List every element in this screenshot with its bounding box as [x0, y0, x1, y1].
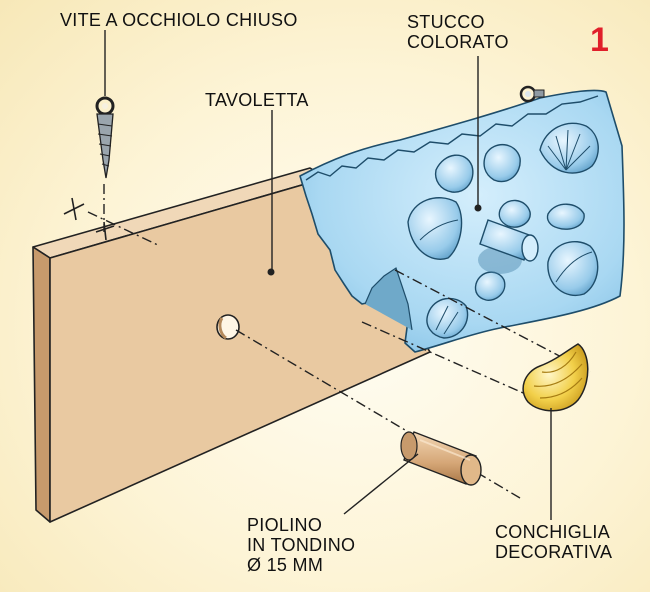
peg-hole-icon [216, 314, 240, 340]
eye-screw-icon [95, 96, 115, 179]
putty-lower-edge [364, 267, 413, 331]
inserted-peg-icon [478, 219, 539, 274]
eye-screw-label: VITE A OCCHIOLO CHIUSO [60, 10, 298, 30]
figure-number: 1 [590, 21, 609, 59]
shell-icon [547, 241, 599, 296]
crosshair-mark-icon [63, 197, 115, 241]
board-label: TAVOLETTA [205, 90, 309, 110]
putty-edge [305, 95, 599, 181]
scallop-shell-icon [539, 122, 599, 174]
leader-lines [104, 30, 552, 520]
shell-icon [483, 144, 521, 183]
shell-icon [407, 197, 463, 260]
shell-icon [498, 199, 531, 228]
shell-icon [474, 271, 506, 301]
board-side-edge [32, 246, 51, 523]
shell-icon [546, 203, 585, 230]
peg-label: PIOLINO IN TONDINO Ø 15 MM [247, 515, 356, 575]
small-eye-screw-icon [519, 85, 545, 103]
putty-marker-dot [474, 204, 482, 212]
shell-label: CONCHIGLIA DECORATIVA [495, 522, 613, 562]
board-marker-dot [267, 268, 275, 276]
wooden-peg-icon [400, 431, 482, 486]
shell-icon [434, 154, 474, 193]
shell-icon [426, 297, 469, 339]
decorative-shell-icon [522, 343, 589, 412]
putty-label: STUCCO COLORATO [407, 12, 509, 52]
